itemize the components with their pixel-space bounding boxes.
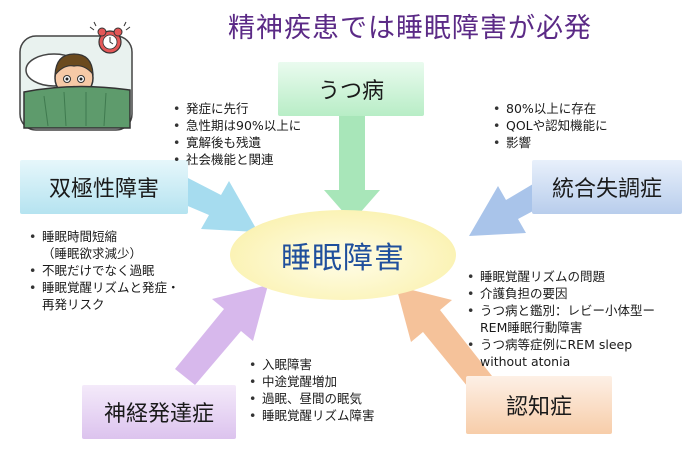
note-item: 睡眠覚醒リズムの問題 — [466, 268, 655, 285]
note-item: 急性期は90%以上に — [172, 117, 301, 134]
arrow-utsu — [324, 116, 380, 222]
note-item: 睡眠覚醒リズム障害 — [248, 407, 375, 424]
note-item: 過眠、昼間の眠気 — [248, 390, 375, 407]
bipolar-notes: 睡眠時間短縮 （睡眠欲求減少） 不眠だけでなく過眠 睡眠覚醒リズムと発症・ 再発… — [28, 228, 180, 313]
note-item: REM睡眠行動障害 — [480, 320, 583, 335]
note-item: うつ病と鑑別：レビー小体型ー — [466, 302, 655, 319]
depression-notes: 発症に先行 急性期は90%以上に 寛解後も残遺 社会機能と関連 — [172, 100, 301, 168]
note-item: （睡眠欲求減少） — [42, 246, 143, 261]
box-dementia: 認知症 — [466, 376, 612, 434]
center-sleep-disorder: 睡眠障害 — [230, 210, 456, 300]
box-schizophrenia: 統合失調症 — [532, 160, 682, 214]
note-item: 不眠だけでなく過眠 — [28, 262, 180, 279]
note-item: 介護負担の要因 — [466, 285, 655, 302]
note-item: 寛解後も残遺 — [172, 134, 301, 151]
sleepless-person-illustration — [19, 21, 133, 131]
page-title: 精神疾患では睡眠障害が必発 — [228, 13, 592, 44]
neurodevelopmental-notes: 入眠障害 中途覚醒増加 過眠、昼間の眠気 睡眠覚醒リズム障害 — [248, 356, 375, 424]
note-item: 睡眠時間短縮 — [28, 228, 180, 245]
arrow-dementia — [396, 286, 492, 392]
schizophrenia-notes: 80%以上に存在 QOLや認知機能に 影響 — [492, 100, 608, 151]
note-item: 80%以上に存在 — [492, 100, 608, 117]
box-neurodevelopmental-disorder: 神経発達症 — [82, 385, 236, 439]
note-item: without atonia — [480, 354, 571, 369]
note-item: 中途覚醒増加 — [248, 373, 375, 390]
note-item: QOLや認知機能に — [492, 117, 608, 134]
dementia-notes: 睡眠覚醒リズムの問題 介護負担の要因 うつ病と鑑別：レビー小体型ー REM睡眠行… — [466, 268, 655, 370]
note-item: 影響 — [492, 134, 608, 151]
note-item: 入眠障害 — [248, 356, 375, 373]
note-item: 再発リスク — [42, 297, 105, 312]
note-item: 睡眠覚醒リズムと発症・ — [28, 279, 180, 296]
arrow-schizo — [469, 181, 550, 236]
note-item: 社会機能と関連 — [172, 151, 301, 168]
note-item: 発症に先行 — [172, 100, 301, 117]
note-item: うつ病等症例にREM sleep — [466, 336, 655, 353]
box-bipolar-disorder: 双極性障害 — [20, 160, 188, 214]
box-depression: うつ病 — [278, 62, 424, 116]
arrow-neuro — [175, 285, 268, 385]
arrow-bipolar — [176, 178, 258, 232]
